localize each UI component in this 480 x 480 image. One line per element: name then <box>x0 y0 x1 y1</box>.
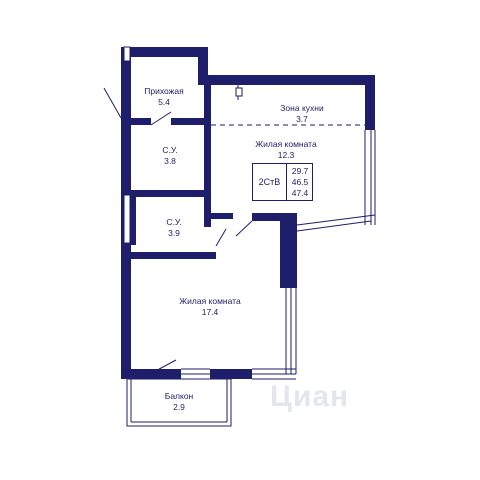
apartment-type: 2СтВ <box>253 164 287 200</box>
wall-column <box>280 213 297 288</box>
hallway-area: 5.4 <box>158 97 170 107</box>
living-upper-label: Жилая комната 12.3 <box>255 139 316 161</box>
door-bath1 <box>150 111 172 126</box>
wall-partition-right <box>252 213 297 221</box>
door-bath2 <box>215 228 227 247</box>
living-upper-area: 12.3 <box>277 150 295 160</box>
bath-upper-name: С.У. <box>162 145 178 155</box>
wall-right-upper <box>365 75 375 130</box>
watermark: Циан <box>270 380 350 413</box>
door-entry <box>103 87 122 119</box>
wall-stub-left <box>126 195 136 245</box>
wall-hallway-right <box>198 47 208 82</box>
wall-bath2-right-upper <box>204 197 211 227</box>
wall-top-kitchen <box>198 75 375 85</box>
balcony-label: Балкон 2.9 <box>165 391 194 413</box>
kitchen-label: Зона кухни 3.7 <box>280 103 323 125</box>
apartment-summary: 2СтВ 29.7 46.5 47.4 <box>252 163 313 201</box>
bath-lower-name: С.У. <box>166 217 182 227</box>
wall-partition <box>211 213 233 219</box>
bath-lower-area: 3.9 <box>168 228 180 238</box>
wall-bath1-bottom <box>131 190 211 197</box>
wall-top-hallway <box>121 47 208 57</box>
area-living: 29.7 <box>291 166 309 176</box>
balcony-name: Балкон <box>164 391 194 401</box>
door-living <box>235 220 253 237</box>
wall-bath2-bottom <box>131 252 216 259</box>
wall-bath1-right <box>204 85 211 195</box>
door-balcony <box>149 359 177 375</box>
bath-lower-label: С.У. 3.9 <box>166 217 181 239</box>
kitchen-name: Зона кухни <box>280 103 324 113</box>
area-total: 46.5 <box>291 177 309 187</box>
living-lower-name: Жилая комната <box>179 296 241 306</box>
bath-upper-area: 3.8 <box>164 156 176 166</box>
wall-interior-h2 <box>171 118 211 125</box>
balcony-area: 2.9 <box>173 402 185 412</box>
kitchen-area: 3.7 <box>296 114 308 124</box>
wall-interior-h1 <box>121 118 151 125</box>
wall-bottom-right <box>210 369 252 379</box>
living-lower-label: Жилая комната 17.4 <box>179 296 240 318</box>
bath-upper-label: С.У. 3.8 <box>162 145 177 167</box>
hallway-label: Прихожая 5.4 <box>144 86 183 108</box>
living-upper-name: Жилая комната <box>255 139 317 149</box>
hallway-name: Прихожая <box>144 86 184 96</box>
area-total-with-balcony: 47.4 <box>291 188 309 198</box>
living-lower-area: 17.4 <box>201 307 219 317</box>
apartment-areas: 29.7 46.5 47.4 <box>287 166 313 199</box>
